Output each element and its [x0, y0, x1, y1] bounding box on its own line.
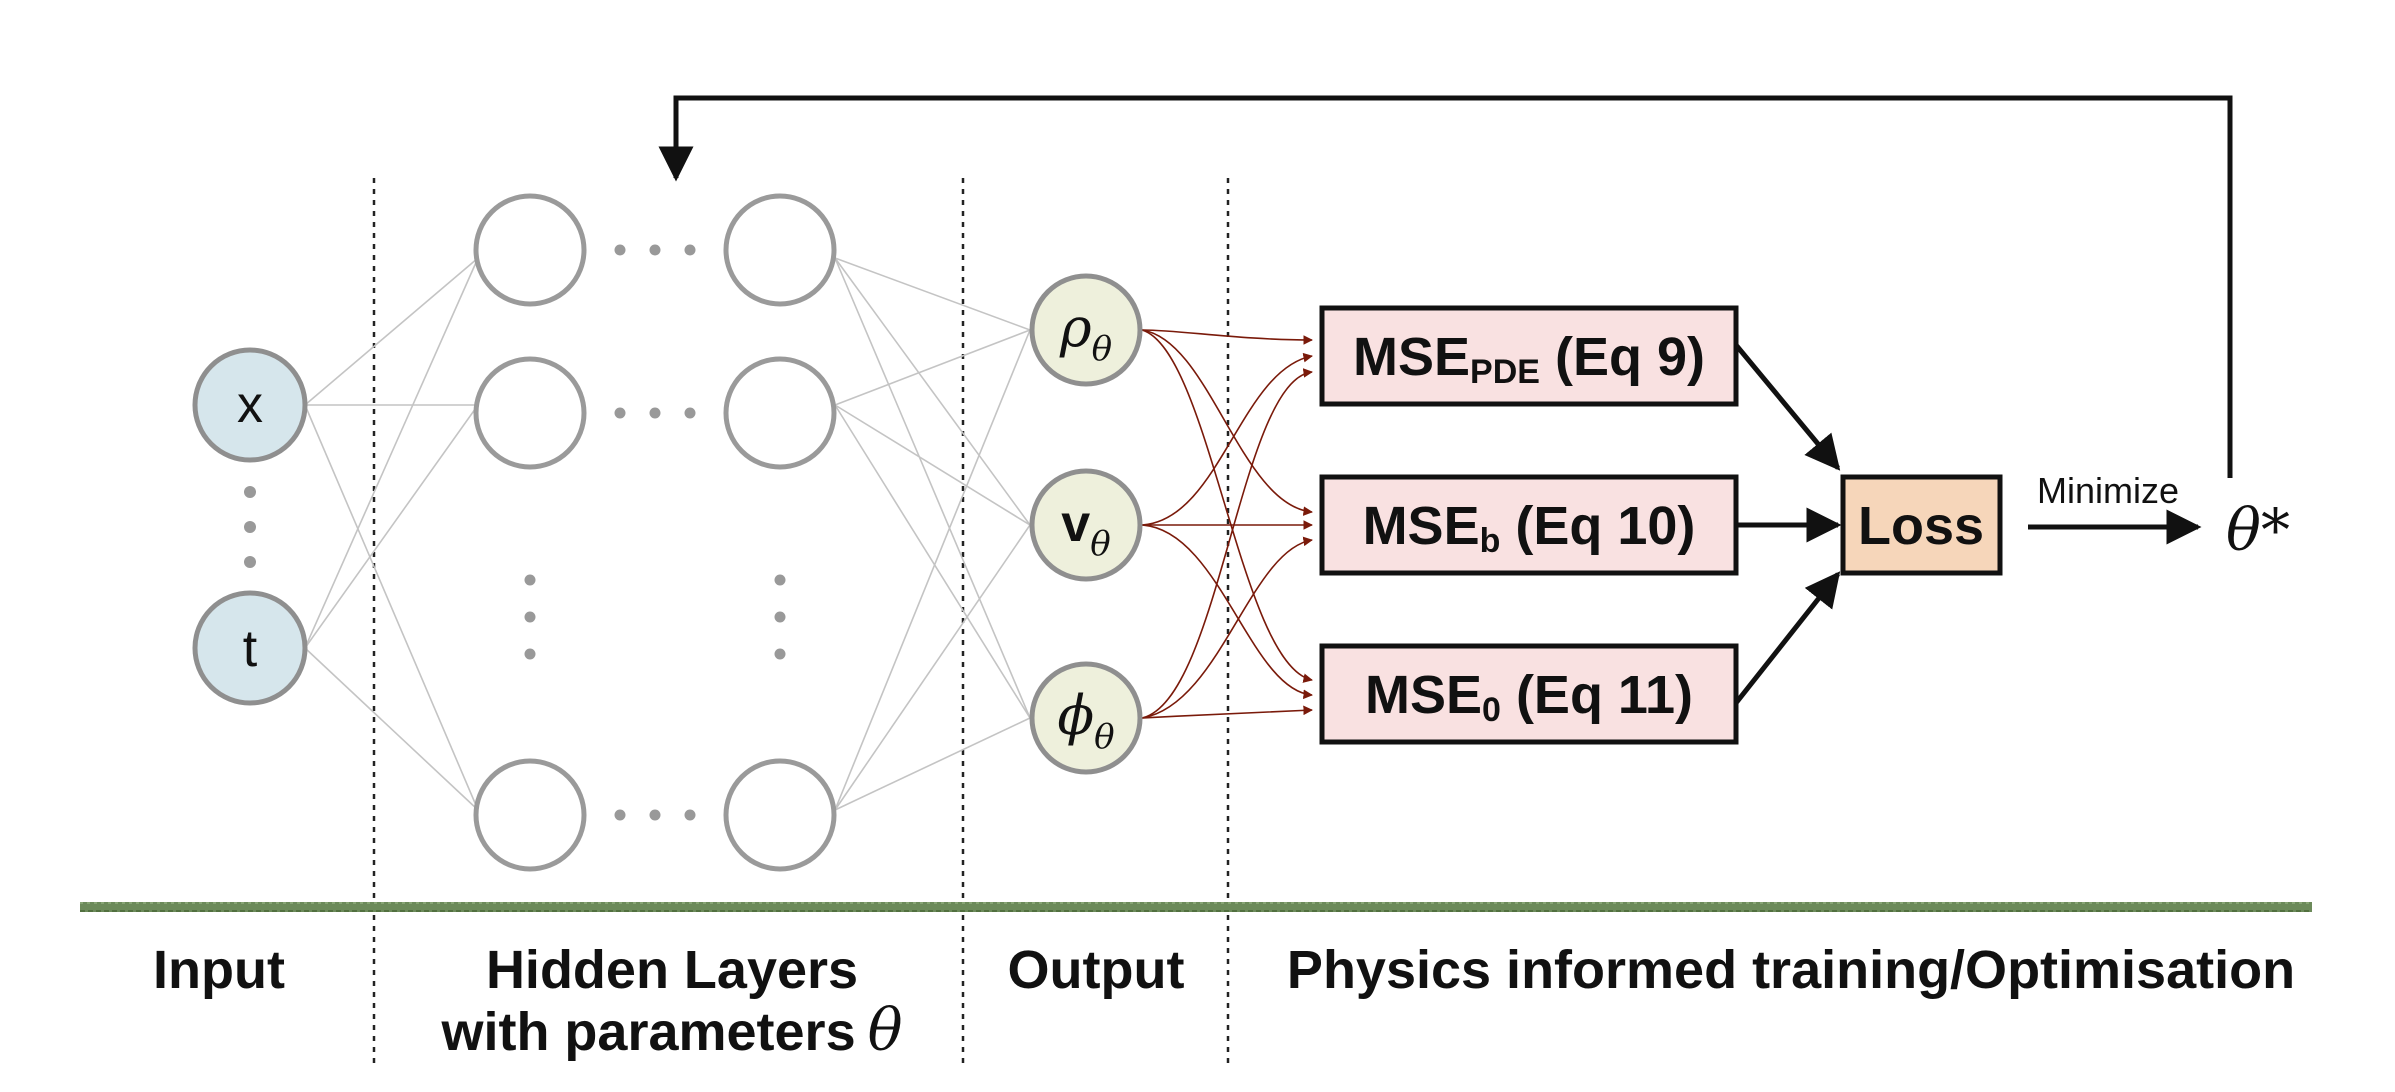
feedback-loop — [658, 95, 2233, 478]
mse-pde-label: MSEPDE (Eq 9) — [1353, 327, 1705, 391]
hidden-node — [723, 758, 837, 872]
input-node-t — [192, 590, 308, 706]
output-label-v: vθ — [1061, 495, 1110, 564]
loss-box: Loss — [1840, 474, 2003, 576]
mse-b-label: MSEb (Eq 10) — [1363, 496, 1696, 560]
mse-boxes: MSEPDE (Eq 9) MSEb (Eq 10) MSE0 (Eq 11) — [1319, 305, 1739, 745]
hidden-ellipsis — [524, 244, 786, 821]
input-layer: x t — [192, 347, 308, 706]
input-node-x — [192, 347, 308, 463]
output-label-phi: ϕθ — [1057, 684, 1114, 757]
input-label-t: t — [243, 620, 258, 678]
input-ellipsis — [244, 486, 256, 568]
mse-b-box: MSEb (Eq 10) — [1319, 474, 1739, 576]
mse-to-loss-arrows — [1734, 343, 1842, 705]
hidden-node — [473, 758, 587, 872]
section-separators — [372, 178, 1230, 1065]
mse-0-box: MSE0 (Eq 11) — [1319, 643, 1739, 745]
optimum-theta: θ* — [2226, 496, 2290, 564]
output-loss-connections — [1141, 329, 1313, 719]
minimize-label: Minimize — [2037, 470, 2179, 511]
output-label-rho: ρθ — [1059, 296, 1112, 369]
hidden-node — [723, 193, 837, 307]
hidden-layers — [473, 193, 837, 872]
section-hidden-label-line1: Hidden Layers — [486, 940, 858, 1000]
input-label-x: x — [237, 376, 263, 434]
hidden-node — [473, 193, 587, 307]
minimize-arrow: Minimize — [2028, 470, 2202, 545]
hidden-node — [473, 356, 587, 470]
hidden-node — [723, 356, 837, 470]
mse-0-label: MSE0 (Eq 11) — [1365, 665, 1693, 729]
section-physics-label: Physics informed training/Optimisation — [1287, 940, 2295, 1000]
output-node-v — [1029, 468, 1143, 582]
ground-line — [80, 902, 2312, 912]
output-node-phi — [1029, 661, 1143, 775]
mse-pde-box: MSEPDE (Eq 9) — [1319, 305, 1739, 407]
section-output-label: Output — [1008, 940, 1185, 1000]
output-layer: ρθ vθ ϕθ — [1029, 273, 1143, 775]
output-node-rho — [1029, 273, 1143, 387]
loss-label: Loss — [1858, 496, 1984, 556]
hidden-connections — [304, 257, 1031, 811]
section-input-label: Input — [153, 940, 285, 1000]
